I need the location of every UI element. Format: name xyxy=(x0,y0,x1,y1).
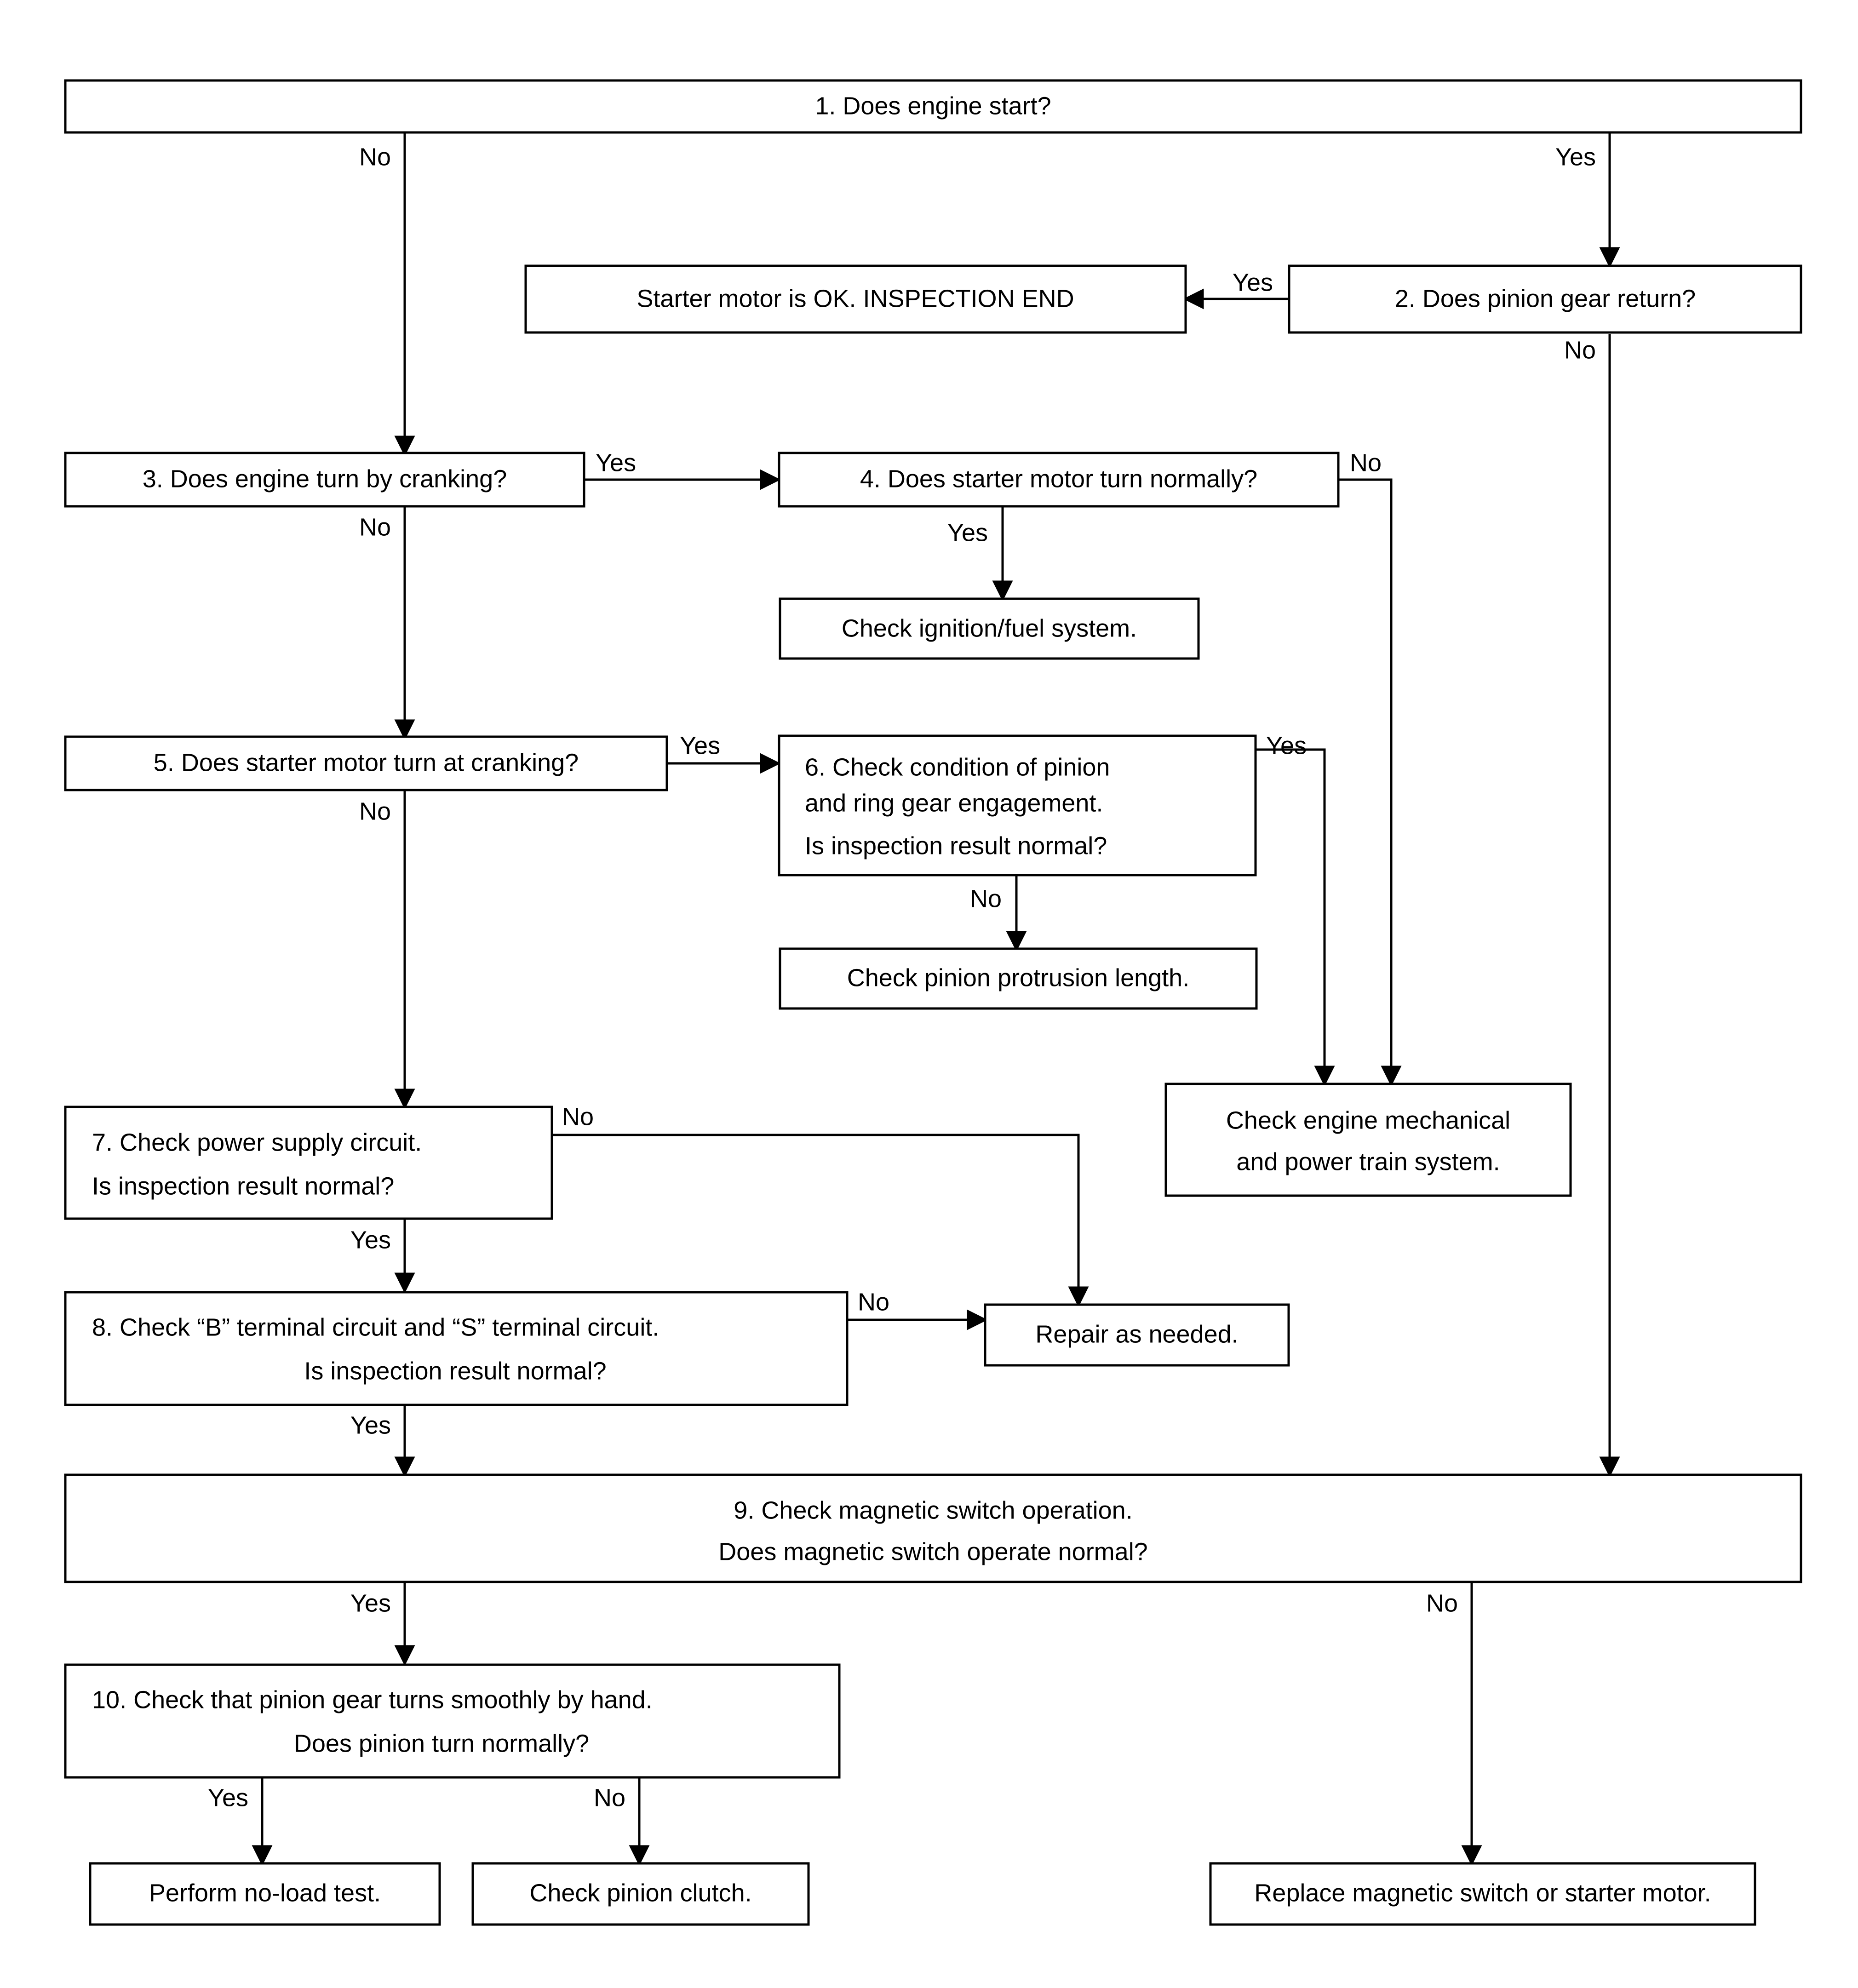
edge-4-no xyxy=(1338,478,1402,1087)
edge-label-1-no: No xyxy=(359,143,391,171)
node-9-magnetic-switch-operation[interactable]: 9. Check magnetic switch operation. Does… xyxy=(64,1473,1802,1583)
node-1-line-0: 1. Does engine start? xyxy=(815,92,1051,120)
node-check-pinion-clutch[interactable]: Check pinion clutch. xyxy=(471,1862,810,1926)
node-6-pinion-ring-gear-engagement[interactable]: 6. Check condition of pinion and ring ge… xyxy=(778,734,1257,877)
edge-label-3-no: No xyxy=(359,513,391,541)
edge-label-6-yes: Yes xyxy=(1266,732,1307,759)
node-6-line-1: and ring gear engagement. xyxy=(805,789,1103,817)
node-7-line-0: 7. Check power supply circuit. xyxy=(92,1129,422,1156)
node-inspection-end-line-0: Starter motor is OK. INSPECTION END xyxy=(637,285,1074,312)
node-1-engine-start[interactable]: 1. Does engine start? xyxy=(64,79,1802,134)
edge-6-yes xyxy=(1256,748,1335,1087)
node-8-b-s-terminal-circuit[interactable]: 8. Check “B” terminal circuit and “S” te… xyxy=(64,1291,849,1406)
node-2-line-0: 2. Does pinion gear return? xyxy=(1395,285,1696,312)
edge-label-8-no: No xyxy=(858,1288,889,1316)
node-5-starter-motor-turn-at-cranking[interactable]: 5. Does starter motor turn at cranking? xyxy=(64,735,668,791)
edge-7-no xyxy=(552,1134,1089,1307)
node-10-pinion-gear-turns-smoothly[interactable]: 10. Check that pinion gear turns smoothl… xyxy=(64,1663,841,1779)
node-10-line-0: 10. Check that pinion gear turns smoothl… xyxy=(92,1686,653,1713)
node-check-ignition-fuel-system[interactable]: Check ignition/fuel system. xyxy=(779,597,1200,660)
node-engine-line-1: and power train system. xyxy=(1236,1148,1500,1175)
edge-label-3-yes: Yes xyxy=(596,449,636,476)
edge-label-9-yes: Yes xyxy=(350,1589,391,1617)
node-7-line-1: Is inspection result normal? xyxy=(92,1172,394,1200)
edge-label-7-no: No xyxy=(562,1103,594,1130)
node-8-line-0: 8. Check “B” terminal circuit and “S” te… xyxy=(92,1313,659,1341)
node-noload-line-0: Perform no-load test. xyxy=(149,1879,381,1907)
node-9-line-1: Does magnetic switch operate normal? xyxy=(718,1538,1147,1565)
node-4-starter-motor-turn-normally[interactable]: 4. Does starter motor turn normally? xyxy=(778,452,1340,508)
node-inspection-end[interactable]: Starter motor is OK. INSPECTION END xyxy=(524,264,1187,334)
node-8-line-1: Is inspection result normal? xyxy=(304,1357,606,1385)
node-3-engine-turn-cranking[interactable]: 3. Does engine turn by cranking? xyxy=(64,452,585,508)
node-7-power-supply-circuit[interactable]: 7. Check power supply circuit. Is inspec… xyxy=(64,1106,553,1220)
edge-label-5-yes: Yes xyxy=(680,732,720,759)
node-repair-line-0: Repair as needed. xyxy=(1035,1320,1238,1348)
node-engine-line-0: Check engine mechanical xyxy=(1226,1106,1510,1134)
node-perform-no-load-test[interactable]: Perform no-load test. xyxy=(89,1862,441,1926)
edge-label-4-no: No xyxy=(1350,449,1382,476)
node-2-pinion-gear-return[interactable]: 2. Does pinion gear return? xyxy=(1288,264,1802,334)
node-check-pinion-protrusion-length[interactable]: Check pinion protrusion length. xyxy=(779,947,1258,1010)
node-ignition-line-0: Check ignition/fuel system. xyxy=(842,614,1137,642)
node-9-line-0: 9. Check magnetic switch operation. xyxy=(734,1496,1132,1524)
edge-label-8-yes: Yes xyxy=(350,1411,391,1439)
node-protrusion-line-0: Check pinion protrusion length. xyxy=(847,964,1189,991)
node-4-line-0: 4. Does starter motor turn normally? xyxy=(860,465,1257,493)
edge-label-10-yes: Yes xyxy=(208,1784,248,1811)
node-3-line-0: 3. Does engine turn by cranking? xyxy=(143,465,507,493)
edge-label-6-no: No xyxy=(970,885,1002,912)
node-6-line-2: Is inspection result normal? xyxy=(805,832,1107,859)
edge-label-9-no: No xyxy=(1426,1589,1458,1617)
node-replace-line-0: Replace magnetic switch or starter motor… xyxy=(1254,1879,1711,1907)
edge-label-7-yes: Yes xyxy=(350,1226,391,1254)
edge-label-1-yes: Yes xyxy=(1555,143,1596,171)
node-check-engine-mechanical-power-train[interactable]: Check engine mechanical and power train … xyxy=(1164,1083,1572,1197)
node-repair-as-needed[interactable]: Repair as needed. xyxy=(984,1303,1290,1367)
edge-label-5-no: No xyxy=(359,797,391,825)
node-6-line-0: 6. Check condition of pinion xyxy=(805,753,1110,781)
edge-label-2-no: No xyxy=(1564,336,1596,364)
node-clutch-line-0: Check pinion clutch. xyxy=(529,1879,751,1907)
edge-label-4-yes: Yes xyxy=(947,519,988,546)
edge-label-2-yes: Yes xyxy=(1233,269,1273,296)
edge-label-10-no: No xyxy=(594,1784,625,1811)
node-replace-magnetic-switch-or-starter-motor[interactable]: Replace magnetic switch or starter motor… xyxy=(1209,1862,1756,1926)
node-5-line-0: 5. Does starter motor turn at cranking? xyxy=(154,749,579,776)
node-10-line-1: Does pinion turn normally? xyxy=(294,1730,589,1757)
